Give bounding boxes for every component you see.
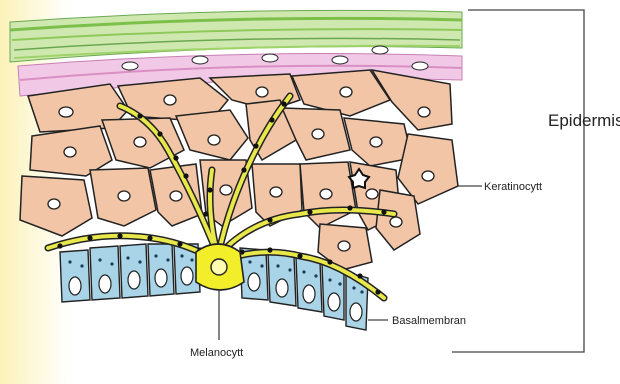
basal-membrane-label: Basalmembran <box>392 315 466 327</box>
epidermis-label: Epidermis <box>548 111 620 130</box>
keratinocyte-label: Keratinocytt <box>484 181 542 193</box>
melanocyte-label: Melanocytt <box>190 347 243 359</box>
melanocyte-cell <box>196 244 244 290</box>
